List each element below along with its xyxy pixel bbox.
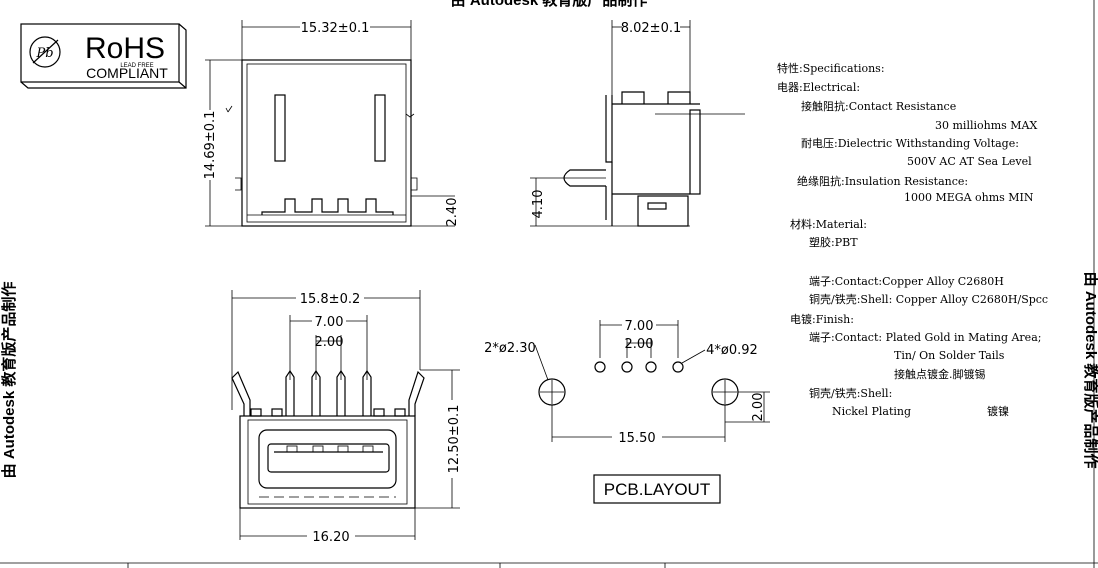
side-view: 8.02±0.1 4.10: [530, 20, 745, 227]
watermark-left: 由 Autodesk 教育版产品制作: [0, 282, 18, 479]
front-height-dim: 12.50±0.1: [447, 405, 462, 474]
pcb-pin-hole: [594, 361, 606, 373]
spec-line: 材料:Material:: [790, 217, 867, 231]
watermark-top: 由 Autodesk 教育版产品制作: [451, 0, 648, 9]
pb-logo-icon: [29, 36, 61, 68]
front-width-dim: 15.8±0.2: [300, 292, 361, 307]
pcb-pin-hole: [672, 361, 684, 373]
spec-line: Nickel Plating: [832, 405, 911, 418]
front-pin-dim: 2.00: [315, 335, 344, 350]
pcb-layout-label: PCB.LAYOUT: [604, 480, 710, 499]
spec-line: 接触阻抗:Contact Resistance: [801, 99, 956, 113]
spec-line: 30 milliohms MAX: [935, 119, 1037, 132]
rohs-compliant: COMPLIANT: [86, 65, 168, 81]
spec-line: 绝缘阻抗:Insulation Resistance:: [797, 174, 968, 188]
top-width-dim: 15.32±0.1: [301, 21, 370, 36]
top-view: 15.32±0.1 14.69±0.1 2.40: [203, 20, 460, 227]
pcb-hole-small-label: 4*ø0.92: [706, 343, 758, 358]
pcb-pin-hole: [645, 361, 657, 373]
pcb-pin-dim: 2.00: [625, 337, 654, 352]
top-small-dim: 2.40: [445, 198, 460, 227]
pcb-layout: 7.00 2.00 2*ø2.30 4*ø0.92 15.50 2.00 PCB…: [484, 319, 770, 504]
spec-line: 端子:Contact: Plated Gold in Mating Area;: [809, 331, 1041, 344]
side-width-dim: 8.02±0.1: [621, 21, 682, 36]
front-pitch-dim: 7.00: [315, 315, 344, 330]
rohs-title: RoHS: [85, 32, 165, 65]
front-view: 15.8±0.2 7.00 2.00 16.20: [231, 290, 462, 545]
top-height-dim: 14.69±0.1: [203, 111, 218, 180]
spec-line: 1000 MEGA ohms MIN: [904, 191, 1034, 204]
spec-line: 铜壳/铁壳:Shell:: [809, 386, 892, 400]
spec-line: 端子:Contact:Copper Alloy C2680H: [809, 275, 1004, 288]
spec-line: 铜壳/铁壳:Shell: Copper Alloy C2680H/Spcc: [809, 292, 1048, 306]
spec-line: 耐电压:Dielectric Withstanding Voltage:: [801, 137, 1019, 150]
spec-line: Tin/ On Solder Tails: [894, 349, 1005, 362]
rohs-lead-free: LEAD FREE: [120, 63, 153, 69]
watermark-right: 由 Autodesk 教育版产品制作: [1082, 272, 1098, 469]
pcb-pitch-dim: 7.00: [625, 319, 654, 334]
spec-line: 电镀:Finish:: [790, 312, 854, 326]
pcb-hole-big-label: 2*ø2.30: [484, 341, 536, 356]
front-bottom-dim: 16.20: [312, 530, 349, 545]
spec-line: 500V AC AT Sea Level: [907, 155, 1032, 168]
spec-line: 特性:Specifications:: [777, 61, 885, 75]
pcb-pin-hole: [621, 361, 633, 373]
spec-line: 镀镍: [987, 404, 1009, 418]
spec-line: 塑胶:PBT: [809, 235, 858, 249]
side-height-dim: 4.10: [531, 190, 546, 219]
specifications: 特性:Specifications: 电器:Electrical: 接触阻抗:C…: [777, 61, 1048, 418]
rohs-badge: Pb RoHS LEAD FREE COMPLIANT: [20, 23, 187, 89]
spec-line: 电器:Electrical:: [777, 81, 860, 94]
pcb-span-dim: 15.50: [618, 431, 655, 446]
spec-line: 接触点镀金.脚镀锡: [894, 367, 986, 381]
pcb-offset-dim: 2.00: [751, 393, 766, 422]
